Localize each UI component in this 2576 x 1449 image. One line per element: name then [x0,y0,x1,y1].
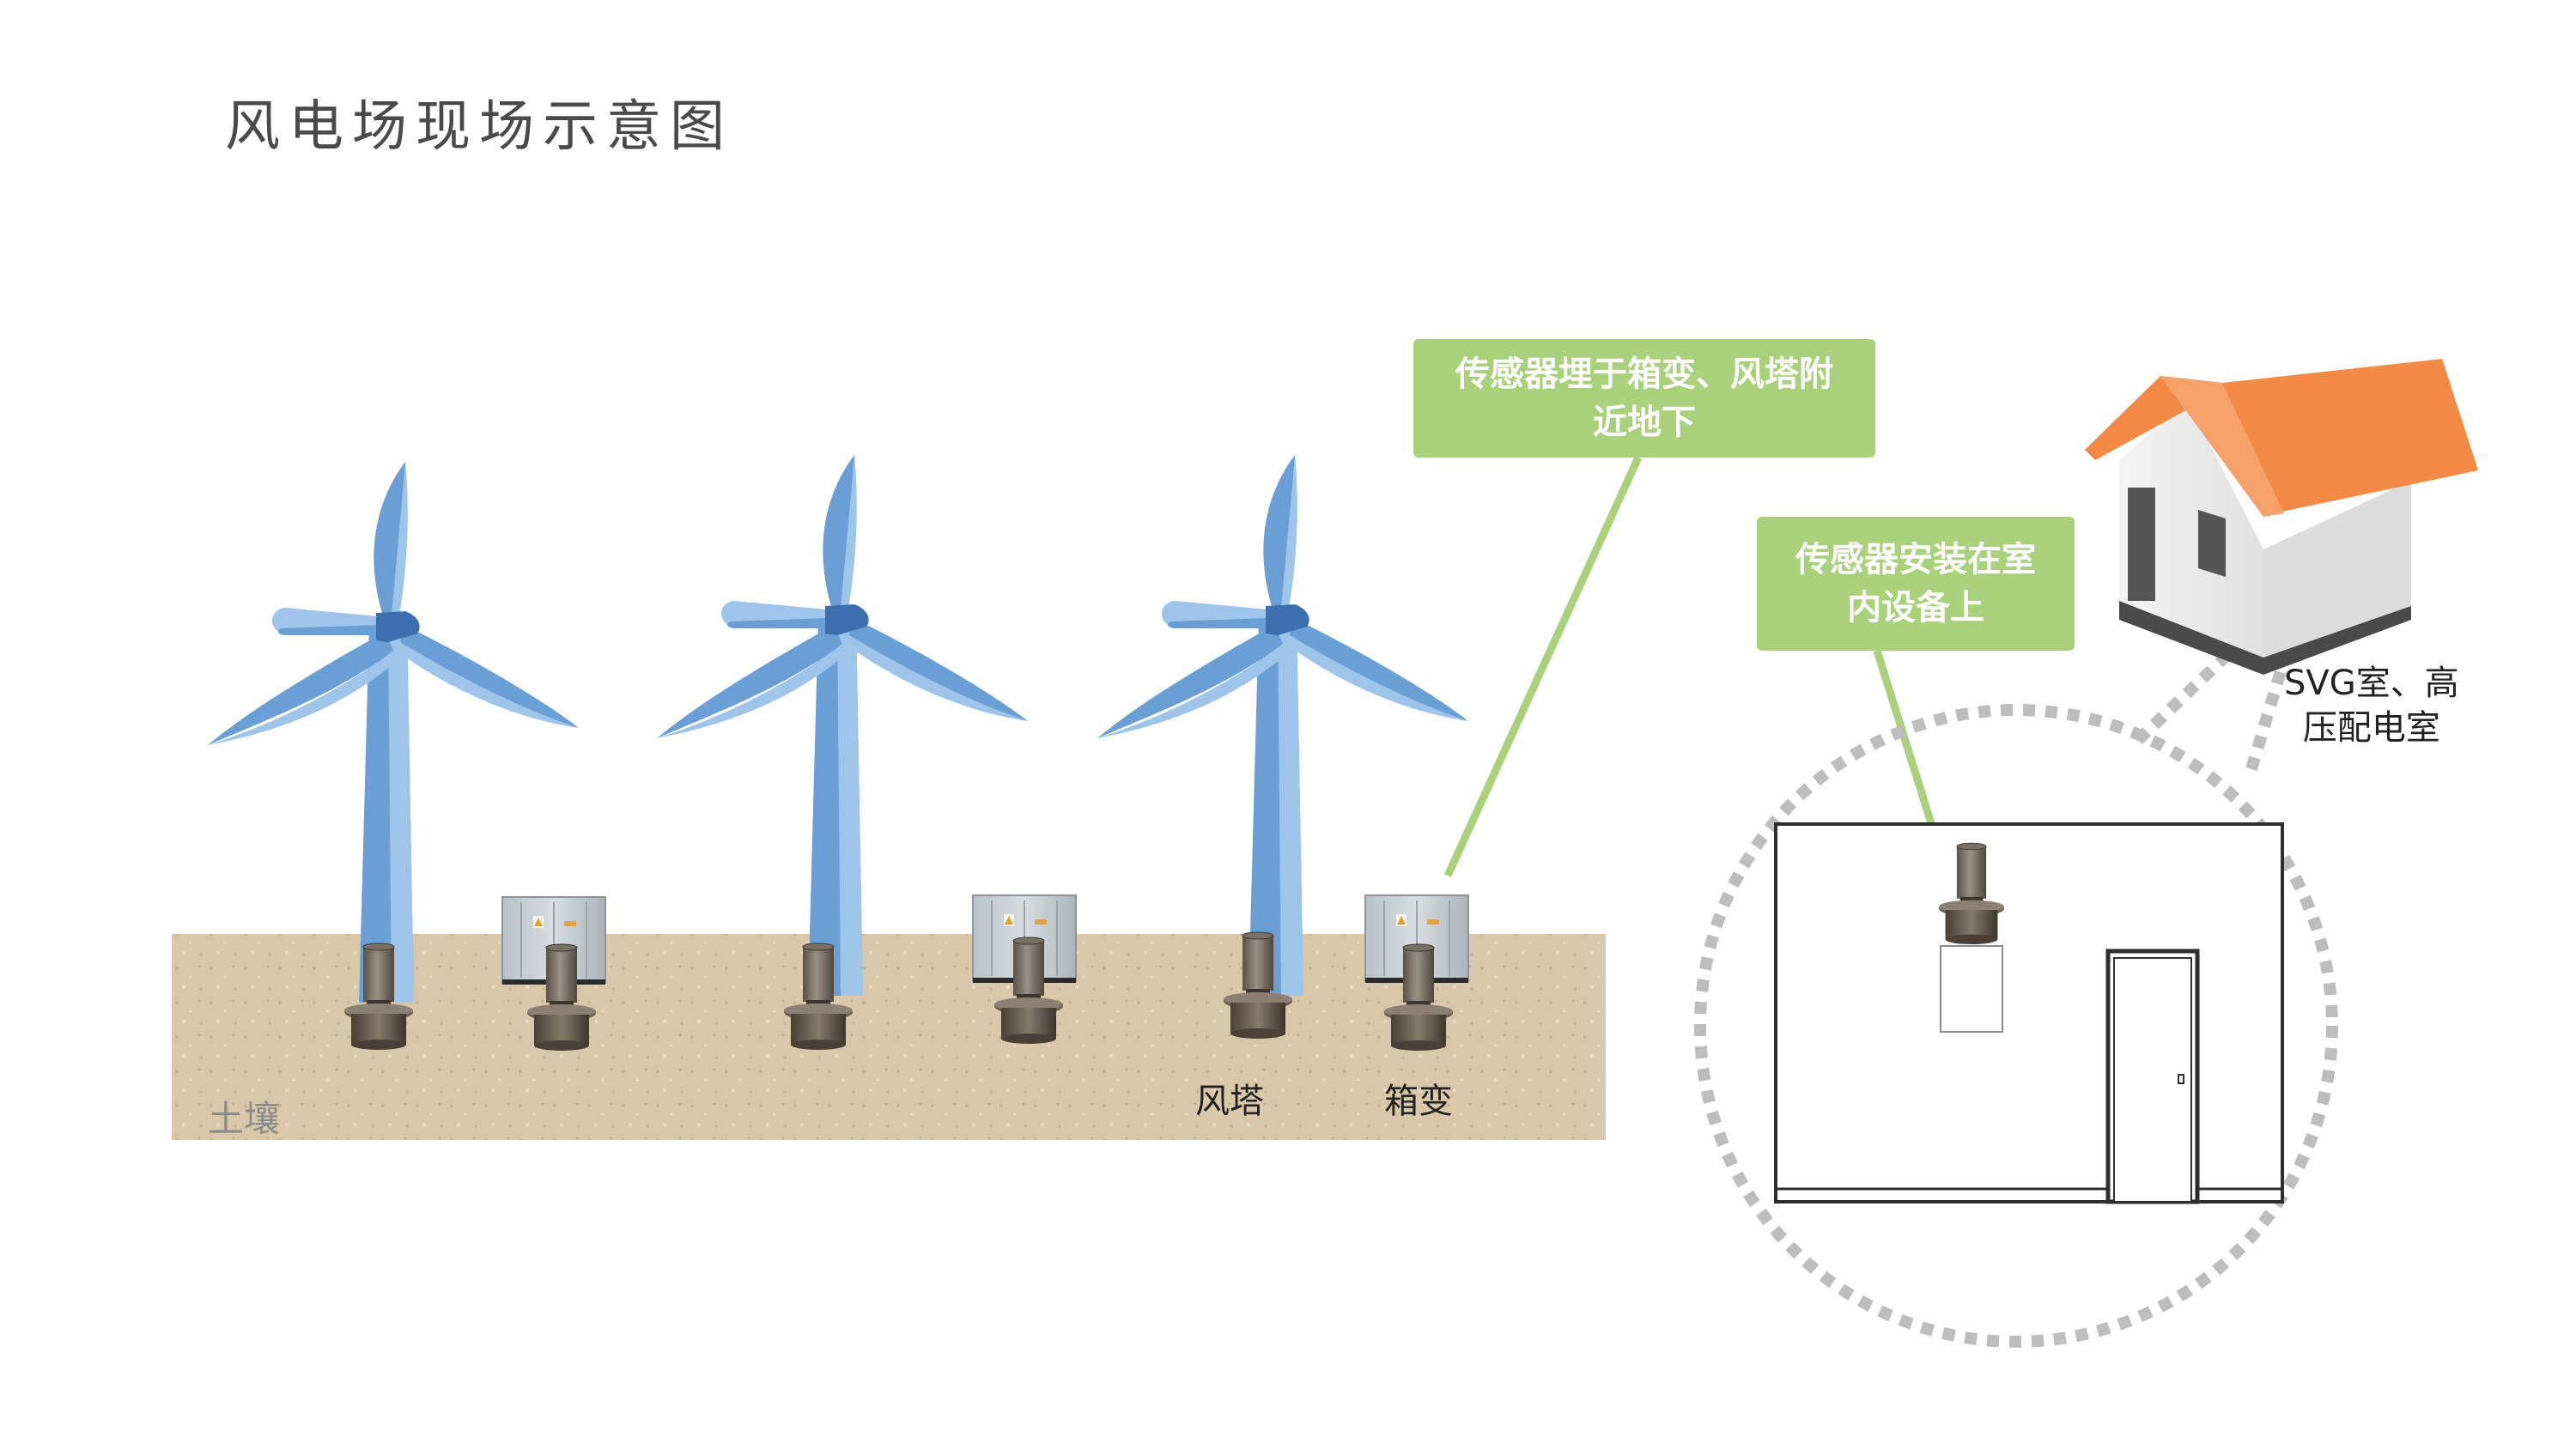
callout-indoor-line2: 内设备上 [1847,588,1984,627]
house-label: SVG室、高 压配电室 [2284,661,2459,750]
callout-indoor-sensors: 传感器安装在室 内设备上 [1757,517,2075,651]
tower-label: 风塔 [1195,1082,1264,1121]
callout-buried-line1: 传感器埋于箱变、风塔附 [1455,355,1833,394]
house-connector-left [2134,523,2339,745]
house-label-line2: 压配电室 [2302,708,2440,748]
magnifier-circle [1694,704,2338,1348]
door-knob-icon [2178,1074,2184,1084]
house-icon [2085,359,2478,675]
callout-indoor-leader [1873,649,1945,855]
callout-buried-sensors: 传感器埋于箱变、风塔附 近地下 [1413,339,1875,458]
page-title: 风电场现场示意图 [225,95,733,159]
callout-buried-leader [1443,456,1643,877]
indoor-equipment-box [1940,945,2003,1033]
callout-indoor-line1: 传感器安装在室 [1795,540,2036,579]
callout-buried-line2: 近地下 [1593,403,1696,442]
box-transformer-label: 箱变 [1384,1082,1453,1121]
house-label-line1: SVG室、高 [2284,664,2459,703]
soil-label: 土壤 [208,1098,281,1140]
room-interior [1774,822,2284,1204]
